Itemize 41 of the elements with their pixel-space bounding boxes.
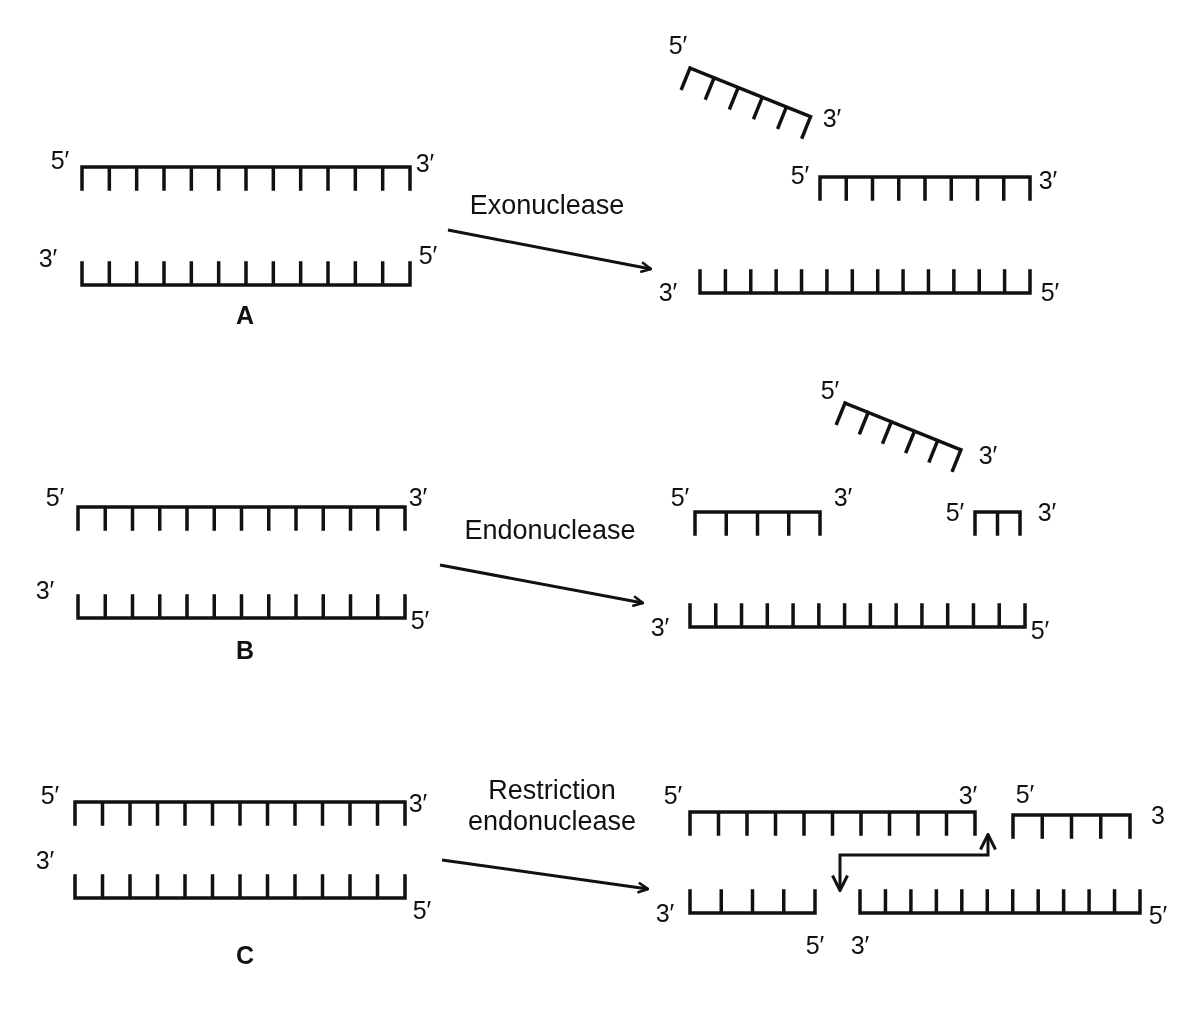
strand-end-label: 5′ (667, 30, 689, 60)
strand-end-label: 3′ (957, 780, 979, 810)
strand-end-label: 5′ (662, 780, 684, 810)
strand-end-label: 3′ (407, 788, 429, 818)
panel-caption: A (234, 300, 256, 330)
arrow (447, 228, 653, 274)
strand-end-label: 5′ (819, 375, 841, 405)
strand-end-label: 3′ (649, 612, 671, 642)
panel-caption: B (234, 635, 256, 665)
strand-end-label: 5′ (44, 482, 66, 512)
strand-end-label: 5′ (49, 145, 71, 175)
strand-end-label: 5′ (409, 605, 431, 635)
strand-end-label: 5′ (411, 895, 433, 925)
strand-end-label: 5′ (944, 497, 966, 527)
strand-end-label: 3′ (1036, 497, 1058, 527)
strand-end-label: 5′ (789, 160, 811, 190)
arrow (439, 563, 645, 608)
strand-end-label: 3′ (654, 898, 676, 928)
strand-end-label: 3′ (414, 148, 436, 178)
strand-end-label: 5′ (417, 240, 439, 270)
strand-end-label: 3′ (407, 482, 429, 512)
strand-end-label: 5′ (1029, 615, 1051, 645)
strand-end-label: 5′ (1147, 900, 1169, 930)
arrow (831, 833, 997, 892)
arrow (441, 858, 650, 894)
strand-end-label: 5′ (1039, 277, 1061, 307)
strand-end-label: 3′ (657, 277, 679, 307)
strand-end-label: 3′ (849, 930, 871, 960)
strand-end-label: 5′ (804, 930, 826, 960)
strand-end-label: 3′ (34, 575, 56, 605)
strand-end-label: 3 (1150, 800, 1166, 830)
strand-end-label: 5′ (1014, 779, 1036, 809)
strand-end-label: 3′ (1037, 165, 1059, 195)
strand-end-label: 3′ (821, 103, 843, 133)
panel-caption: C (234, 940, 256, 970)
strand-end-label: 5′ (669, 482, 691, 512)
strand-end-label: 5′ (39, 780, 61, 810)
strand-end-label: 3′ (37, 243, 59, 273)
strand-end-label: 3′ (34, 845, 56, 875)
strand-end-label: 3′ (832, 482, 854, 512)
strand-end-label: 3′ (977, 440, 999, 470)
